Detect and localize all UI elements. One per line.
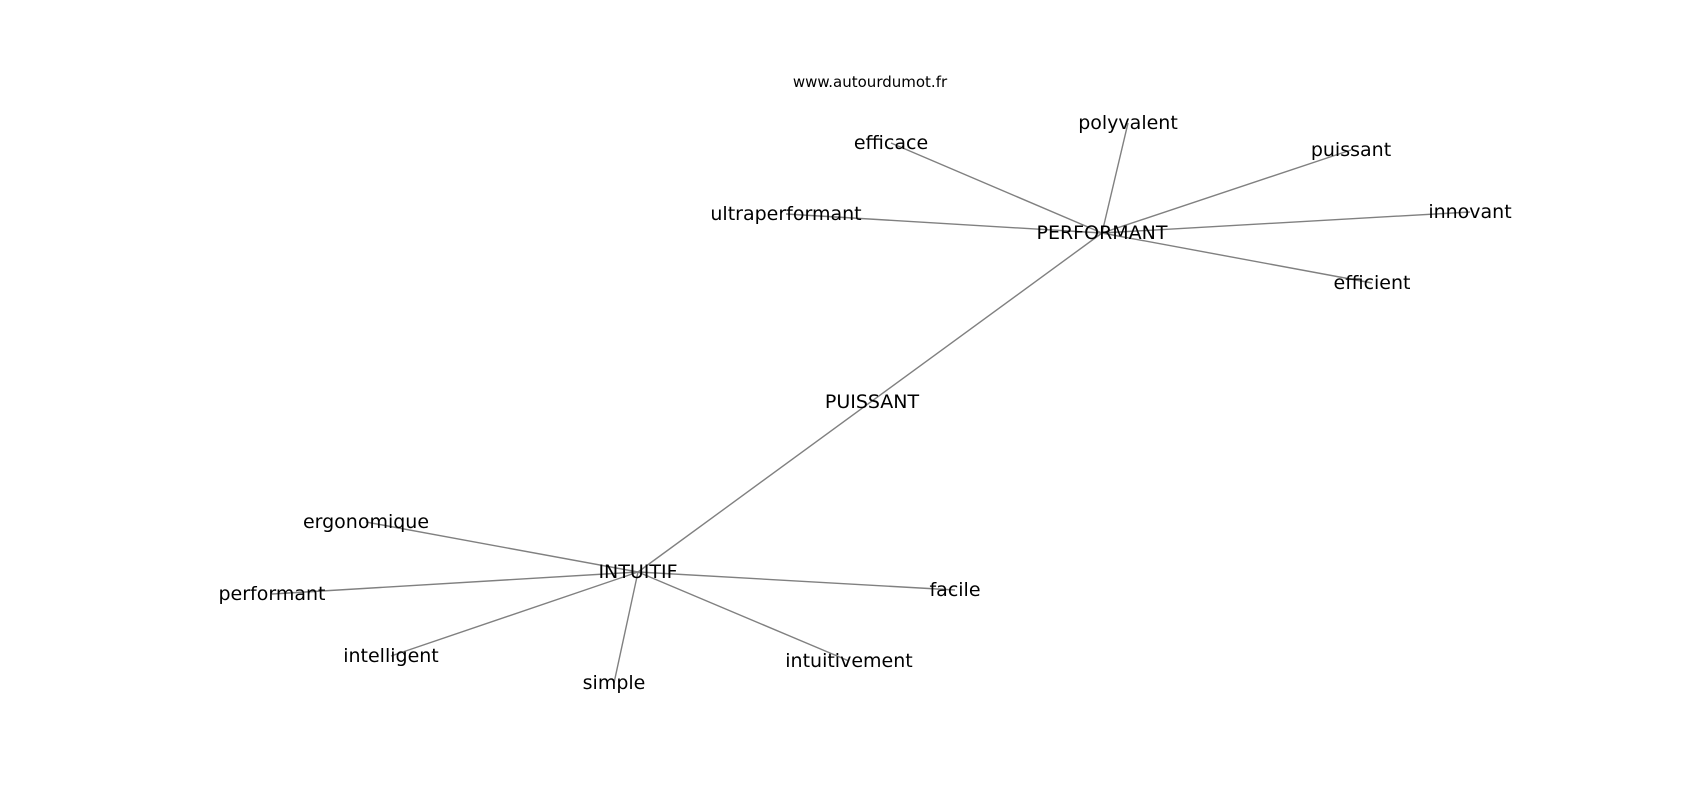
edge-intuitif_hub-intuitivement — [637, 571, 850, 662]
edge-intuitif_hub-ergonomique — [365, 521, 639, 573]
edge-performant_hub-intuitif_hub — [637, 232, 1103, 573]
node-label-efficient: efficient — [1334, 272, 1411, 294]
edge-intuitif_hub-simple — [613, 571, 639, 684]
node-label-performant: performant — [219, 583, 326, 605]
graph-nodes: PUISSANT PERFORMANT INTUITIF efficace polyva… — [219, 112, 1512, 694]
node-label-ultraperformant: ultraperformant — [710, 203, 861, 225]
edge-performant_hub-efficace — [890, 142, 1103, 234]
edge-intuitif_hub-facile — [637, 571, 956, 591]
node-label-simple: simple — [583, 672, 646, 694]
node-label-puissant-center: PUISSANT — [825, 391, 920, 413]
edge-performant_hub-efficient — [1101, 232, 1373, 284]
node-label-ergonomique: ergonomique — [303, 511, 429, 533]
node-label-intuitivement: intuitivement — [785, 650, 912, 672]
node-label-polyvalent: polyvalent — [1078, 112, 1178, 134]
node-label-facile: facile — [929, 579, 980, 601]
site-watermark: www.autourdumot.fr — [793, 73, 948, 91]
graph-edges — [271, 122, 1471, 684]
edge-performant_hub-polyvalent — [1101, 122, 1129, 234]
node-label-efficace: efficace — [854, 132, 928, 154]
edge-performant_hub-ultraperformant — [785, 213, 1103, 234]
node-label-intelligent: intelligent — [343, 645, 439, 667]
edge-performant_hub-puissant — [1101, 149, 1352, 234]
node-label-intuitif-hub: INTUITIF — [598, 561, 677, 583]
node-label-performant-hub: PERFORMANT — [1037, 222, 1168, 244]
edge-intuitif_hub-intelligent — [390, 571, 639, 657]
edge-intuitif_hub-performant — [271, 571, 639, 595]
node-label-innovant: innovant — [1428, 201, 1511, 223]
node-label-puissant: puissant — [1311, 139, 1391, 161]
edge-performant_hub-innovant — [1101, 211, 1471, 234]
